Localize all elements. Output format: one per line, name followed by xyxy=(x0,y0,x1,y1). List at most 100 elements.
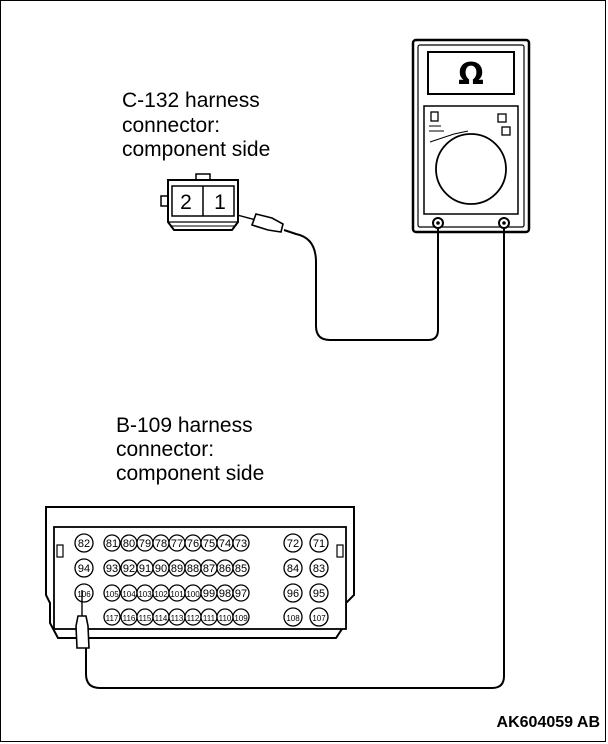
b109-label-line-1: B-109 harness xyxy=(116,414,253,437)
c132-label-line-2: connector: xyxy=(122,114,220,137)
probe-b109-handle xyxy=(75,615,90,649)
b109-pin-label: 78 xyxy=(155,538,167,550)
b109-pin-label: 110 xyxy=(219,614,232,623)
b109-pin-label: 93 xyxy=(106,563,118,575)
b109-pin-label: 76 xyxy=(187,538,199,550)
b109-pin-cavity xyxy=(309,607,329,627)
b109-pin-label: 73 xyxy=(235,538,247,550)
b109-pin-cavity xyxy=(309,558,329,578)
b109-pin-label: 81 xyxy=(106,538,118,550)
b109-label-line-3: component side xyxy=(116,462,264,485)
b109-pin-label: 101 xyxy=(170,590,184,599)
b109-label-line-2: connector: xyxy=(116,438,214,461)
b109-pin-label: 86 xyxy=(219,563,231,575)
b109-pin-label: 105 xyxy=(105,590,119,599)
b109-pin-label: 85 xyxy=(235,563,247,575)
b109-pin-label: 96 xyxy=(287,588,299,600)
b109-pin-label: 88 xyxy=(187,563,199,575)
b109-pin-label: 99 xyxy=(203,588,215,600)
ohmmeter: Ω xyxy=(411,38,531,234)
ohm-symbol: Ω xyxy=(458,57,484,92)
figure-code: AK604059 AB xyxy=(497,714,600,731)
meter-body xyxy=(411,38,531,234)
b109-pin-cavity xyxy=(74,558,94,578)
probe-b109 xyxy=(75,590,90,649)
b109-pin-label: 114 xyxy=(155,614,168,623)
b109-pin-label: 91 xyxy=(139,563,151,575)
c132-pin-label: 2 xyxy=(180,191,192,214)
b109-pin-cavity xyxy=(283,558,303,578)
b109-pin-cavity xyxy=(232,584,250,602)
b109-pin-label: 80 xyxy=(123,538,135,550)
c132-label-line-1: C-132 harness xyxy=(122,89,260,112)
b109-pin-cavity xyxy=(103,584,121,602)
b109-pin-label: 100 xyxy=(186,590,200,599)
c132-label: C-132 harness connector: component side xyxy=(122,89,270,161)
b109-pin-label: 116 xyxy=(123,614,136,623)
meter-switch-indicator xyxy=(430,111,439,122)
b109-pin-label: 79 xyxy=(139,538,151,550)
b109-pin-cavity xyxy=(232,608,250,626)
probe-c132-handle xyxy=(250,213,284,233)
meter-inner-rim xyxy=(417,44,525,228)
b109-pin-label: 103 xyxy=(138,590,152,599)
b109-pin-cavity xyxy=(232,559,250,577)
b109-pin-label: 84 xyxy=(287,563,299,575)
b109-pin-cavity xyxy=(283,583,303,603)
c132-connector: 2 1 xyxy=(160,173,239,231)
b109-pin-label: 107 xyxy=(312,614,326,623)
b109-pin-label: 87 xyxy=(203,563,215,575)
c132-label-line-3: component side xyxy=(122,138,270,161)
b109-pin-label: 97 xyxy=(235,588,247,600)
b109-pin-label: 90 xyxy=(155,563,167,575)
b109-pin-label: 94 xyxy=(78,563,90,575)
b109-pin-cavity xyxy=(232,534,250,552)
b109-pin-label: 112 xyxy=(187,614,200,623)
b109-pin-cavity xyxy=(103,534,121,552)
b109-pin-label: 74 xyxy=(219,538,231,550)
b109-pin-label: 75 xyxy=(203,538,215,550)
b109-label: B-109 harness connector: component side xyxy=(116,414,264,485)
b109-pin-cavity xyxy=(309,533,329,553)
b109-pin-label: 92 xyxy=(123,563,135,575)
b109-pin-label: 82 xyxy=(78,538,90,550)
b109-pin-cavity xyxy=(283,607,303,627)
b109-pin-label: 72 xyxy=(287,538,299,550)
b109-pin-label: 71 xyxy=(313,538,325,550)
b109-pin-label: 102 xyxy=(154,590,168,599)
meter-mode-button-2 xyxy=(501,126,511,136)
b109-pin-label: 83 xyxy=(313,563,325,575)
b109-pin-cavity xyxy=(283,533,303,553)
meter-scale-arc xyxy=(429,130,469,143)
b109-pin-label: 108 xyxy=(286,614,300,623)
b109-pin-cavity xyxy=(103,608,121,626)
meter-terminal-common-pin xyxy=(436,221,440,225)
b109-pin-label: 106 xyxy=(77,590,91,599)
b109-pin-cavity xyxy=(74,533,94,553)
meter-display xyxy=(427,51,515,95)
b109-pin-label: 98 xyxy=(219,588,231,600)
b109-pin-label: 113 xyxy=(171,614,184,623)
meter-panel xyxy=(423,105,519,215)
b109-pin-label: 104 xyxy=(122,590,136,599)
b109-pin-label: 89 xyxy=(171,563,183,575)
b109-side-key-right xyxy=(336,544,344,558)
c132-pin-label: 1 xyxy=(214,191,226,214)
b109-pin-cavity xyxy=(74,583,94,603)
b109-pin-cavity xyxy=(103,559,121,577)
b109-pin-cavity xyxy=(309,583,329,603)
b109-pin-label: 115 xyxy=(139,614,152,623)
b109-pin-label: 95 xyxy=(313,588,325,600)
test-lead-to-b109 xyxy=(85,228,505,689)
b109-pin-label: 111 xyxy=(203,614,216,623)
meter-rotary-dial xyxy=(435,133,507,205)
b109-side-key-left xyxy=(56,544,64,558)
b109-pin-label: 117 xyxy=(106,614,119,623)
meter-mode-button-1 xyxy=(497,113,507,123)
b109-pin-label: 109 xyxy=(234,614,248,623)
test-lead-to-c132 xyxy=(283,228,439,341)
